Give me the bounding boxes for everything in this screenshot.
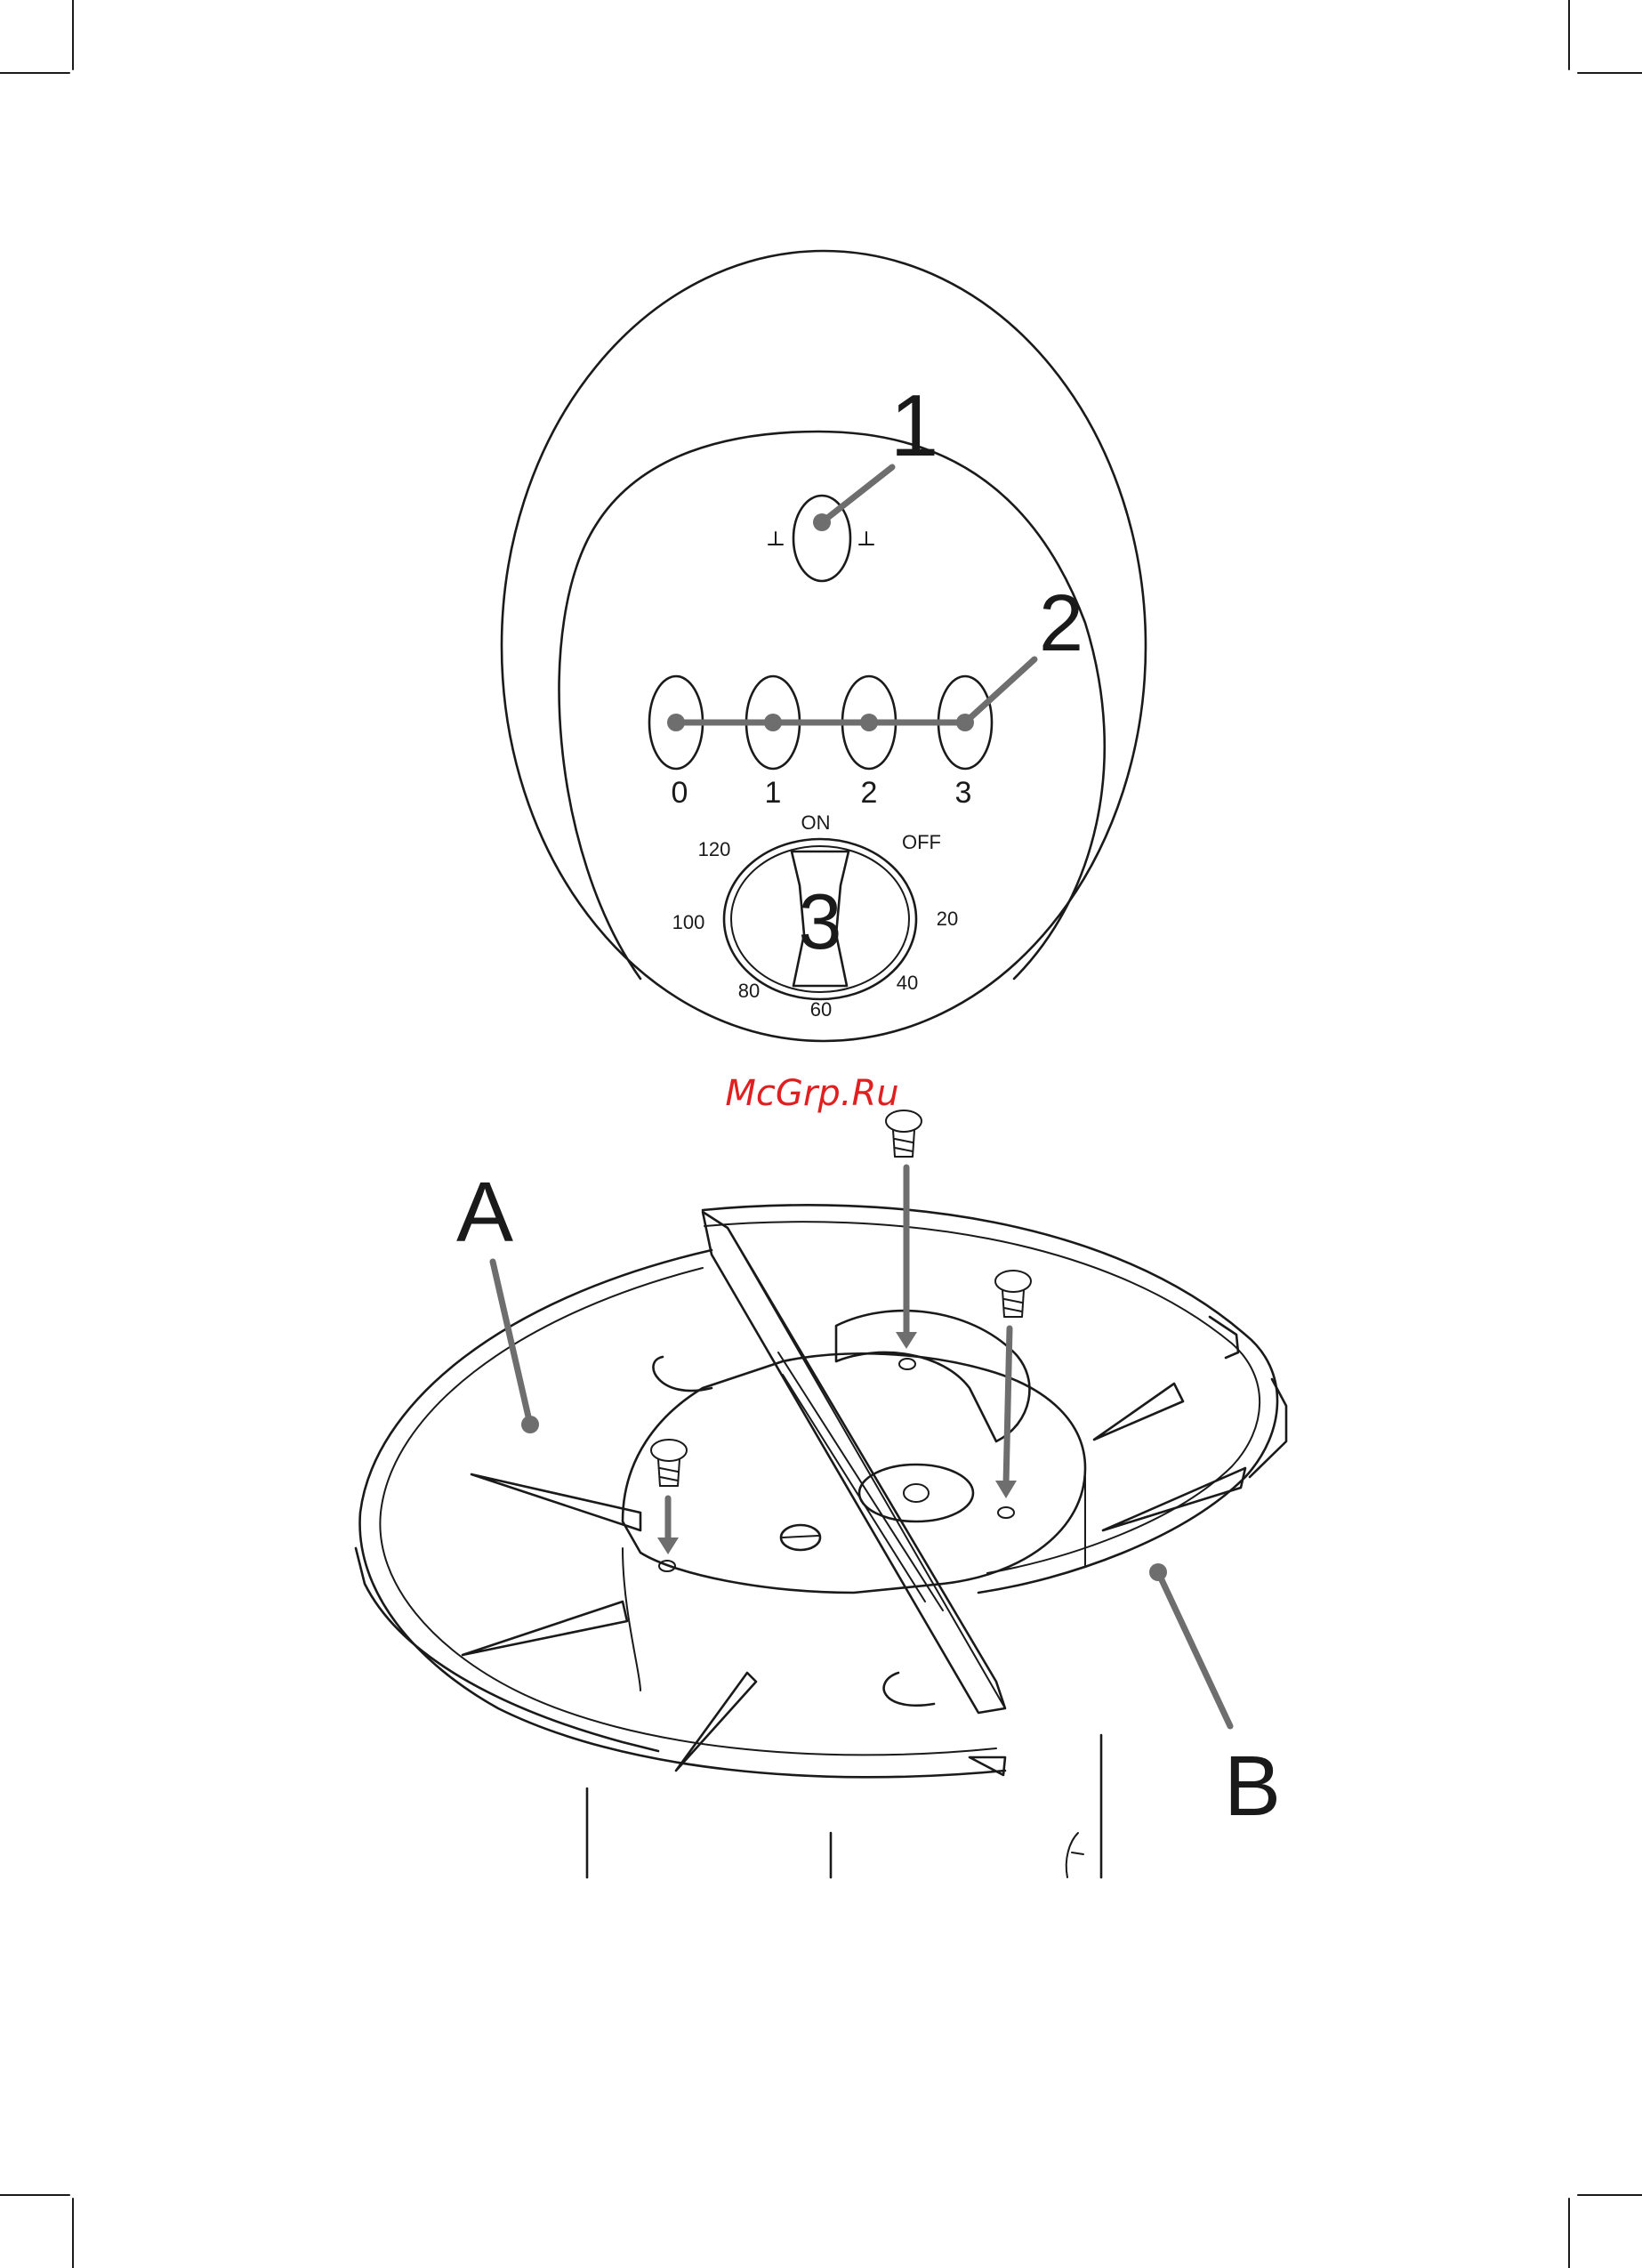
timer-on-label: ON bbox=[801, 811, 831, 834]
callout-1-leader bbox=[822, 467, 892, 522]
callout-2-number: 2 bbox=[1039, 579, 1083, 668]
callout-1-number: 1 bbox=[890, 376, 939, 474]
speed-label-3: 3 bbox=[955, 776, 972, 810]
callout-b-letter: B bbox=[1224, 1739, 1281, 1834]
center-dividing-bar bbox=[703, 1212, 1005, 1713]
callout-1-dot bbox=[813, 513, 831, 531]
timer-mark-120: 120 bbox=[698, 838, 731, 860]
callout-3-number: 3 bbox=[799, 877, 842, 965]
screw-right-arrow bbox=[1006, 1328, 1010, 1484]
timer-mark-40: 40 bbox=[897, 972, 918, 994]
screw-hole-top bbox=[899, 1359, 915, 1369]
callout-b-dot bbox=[1149, 1563, 1167, 1581]
control-panel-diagram: 0 1 2 3 ON OFF 20 40 60 80 100 120 1 2 3 bbox=[502, 251, 1146, 1041]
timer-mark-20: 20 bbox=[937, 908, 958, 930]
callout-a-leader bbox=[493, 1262, 530, 1425]
timer-mark-80: 80 bbox=[738, 980, 760, 1002]
callout-2-dot-1 bbox=[764, 714, 782, 731]
base-half-b-inner-rim bbox=[704, 1222, 1260, 1573]
callout-2-dot-2 bbox=[860, 714, 878, 731]
watermark: McGrp.Ru bbox=[725, 1073, 898, 1114]
speed-label-0: 0 bbox=[672, 776, 688, 810]
callout-2-dot-0 bbox=[667, 714, 685, 731]
central-hub bbox=[623, 1311, 1085, 1706]
screw-hole-right bbox=[998, 1507, 1014, 1518]
speed-label-1: 1 bbox=[765, 776, 782, 810]
oscillation-switch bbox=[769, 496, 873, 581]
callout-a-letter: A bbox=[456, 1165, 513, 1260]
timer-off-label: OFF bbox=[902, 831, 941, 853]
timer-mark-60: 60 bbox=[810, 998, 832, 1021]
timer-mark-100: 100 bbox=[672, 911, 705, 933]
fan-column bbox=[587, 1735, 1101, 1877]
screw-top bbox=[886, 1110, 922, 1349]
screw-left bbox=[651, 1440, 687, 1554]
callout-2-leader bbox=[965, 659, 1034, 722]
base-assembly-diagram: A B bbox=[356, 1110, 1286, 1877]
callout-b-leader bbox=[1158, 1572, 1230, 1726]
callout-2-dot-3 bbox=[956, 714, 974, 731]
base-half-b-rim bbox=[703, 1205, 1277, 1593]
callout-a-dot bbox=[521, 1416, 539, 1433]
speed-label-2: 2 bbox=[861, 776, 878, 810]
